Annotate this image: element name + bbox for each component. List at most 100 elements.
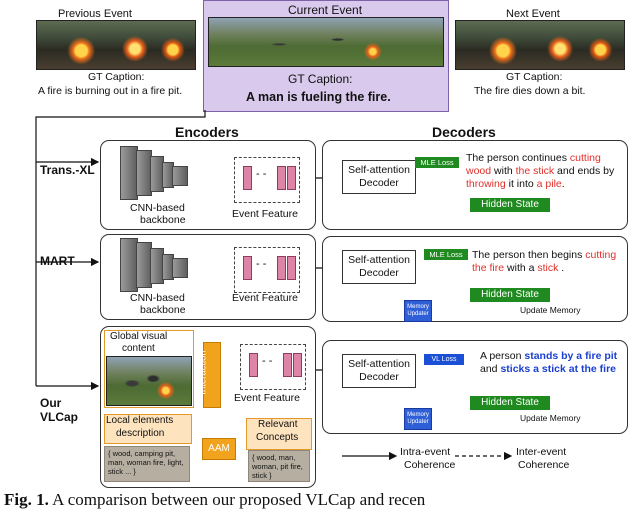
interaction-label: Interaction (197, 350, 209, 395)
figure-caption: Fig. 1. A comparison between our propose… (4, 490, 425, 510)
relevant-concepts-label-line2: Concepts (256, 432, 299, 443)
caption-segment: . (558, 262, 565, 274)
event-feature-label: Event Feature (232, 208, 298, 220)
memory-updater-box: Memory Updater (404, 300, 432, 322)
update-memory-label: Update Memory (520, 305, 581, 315)
feature-bar (293, 353, 302, 377)
caption-segment: stands by a fire pit (524, 350, 618, 362)
memory-updater-box: Memory Updater (404, 408, 432, 430)
self-attention-decoder: Self-attention Decoder (342, 354, 416, 388)
mart-output-caption: The person then begins cutting the fire … (472, 249, 624, 275)
method-vlcap-label-line2: VLCap (40, 410, 79, 424)
caption-segment: and (480, 363, 501, 375)
feature-bar (277, 166, 286, 190)
mle-loss-tag: MLE Loss (424, 249, 468, 260)
backbone-label-line2: backbone (140, 304, 186, 316)
ellipsis-text: - - (262, 355, 273, 367)
local-elements-label-line1: Local elements (106, 415, 174, 426)
next-gt-caption: The fire dies down a bit. (474, 85, 586, 97)
caption-segment: and ends by (554, 165, 615, 177)
caption-segment: it into (505, 178, 537, 190)
feature-bar (283, 353, 292, 377)
feature-bar (287, 166, 296, 190)
memory-label-line1: Memory (407, 304, 429, 310)
current-event-label: Current Event (288, 3, 363, 17)
update-memory-label: Update Memory (520, 413, 581, 423)
hidden-state-box: Hidden State (470, 198, 550, 212)
method-mart-label: MART (40, 254, 75, 268)
caption-segment: throwing (466, 178, 506, 190)
hidden-state-box: Hidden State (470, 288, 550, 302)
caption-segment: The person continues (466, 152, 570, 164)
feature-bar (243, 166, 252, 190)
encoders-header: Encoders (175, 124, 239, 140)
vl-loss-tag: VL Loss (424, 354, 464, 365)
current-gt-caption: A man is fueling the fire. (246, 90, 391, 104)
local-elements-box (104, 414, 192, 444)
method-transxl-label: Trans.-XL (40, 163, 95, 177)
current-gt-label: GT Caption: (288, 72, 353, 86)
feature-bar (287, 256, 296, 280)
event-feature-label: Event Feature (232, 292, 298, 304)
decoder-label-line1: Self-attention (348, 164, 410, 176)
relevant-concepts-tags: { wood, man, woman, pit fire, stick } (248, 450, 310, 482)
vlcap-output-caption: A person stands by a fire pit and sticks… (480, 350, 622, 376)
decoders-header: Decoders (432, 124, 496, 140)
caption-segment: The person then begins (472, 249, 586, 261)
local-elements-label-line2: description (116, 428, 165, 439)
current-event-image (208, 17, 444, 67)
caption-segment: a pile (536, 178, 562, 190)
method-vlcap-label-line1: Our (40, 396, 62, 410)
transxl-output-caption: The person continues cutting wood with t… (466, 152, 622, 191)
decoder-label-line2: Decoder (359, 371, 399, 383)
next-event-image (455, 20, 625, 70)
caption-segment: the stick (515, 165, 555, 177)
self-attention-decoder: Self-attention Decoder (342, 250, 416, 284)
caption-segment: cutting wood (466, 152, 601, 177)
figure-caption-text: A comparison between our proposed VLCap … (48, 490, 426, 509)
caption-segment: . (561, 178, 565, 190)
caption-segment: sticks a stick at the fire (500, 363, 616, 375)
global-visual-label-line2: content (122, 343, 155, 354)
ellipsis-text: - - (256, 168, 267, 180)
figure-number: Fig. 1. (4, 490, 49, 509)
event-feature-label: Event Feature (234, 392, 300, 404)
memory-label-line1: Memory (407, 412, 429, 418)
legend-dashed-label-line2: Coherence (518, 459, 570, 471)
backbone-label-line1: CNN-based (130, 292, 185, 304)
caption-segment: with (491, 165, 516, 177)
previous-event-label: Previous Event (58, 8, 132, 20)
caption-segment: A person (480, 350, 525, 362)
next-event-label: Next Event (506, 8, 560, 20)
previous-gt-label: GT Caption: (88, 71, 145, 83)
memory-label-line2: Updater (407, 311, 429, 317)
decoder-label-line1: Self-attention (348, 254, 410, 266)
decoder-label-line2: Decoder (359, 177, 399, 189)
relevant-concepts-box (246, 418, 312, 450)
cnn-layer-icon (172, 166, 188, 186)
interaction-block (203, 342, 221, 408)
global-visual-image (106, 356, 192, 406)
previous-gt-caption: A fire is burning out in a fire pit. (38, 85, 183, 97)
hidden-state-box: Hidden State (470, 396, 550, 410)
self-attention-decoder: Self-attention Decoder (342, 160, 416, 194)
feature-bar (277, 256, 286, 280)
feature-bar (243, 256, 252, 280)
caption-segment: cutting the fire (472, 249, 617, 274)
memory-label-line2: Updater (407, 419, 429, 425)
local-elements-tags: { wood, camping pit, man, woman fire, li… (104, 446, 190, 482)
legend-solid-label-line1: Intra-event (400, 446, 451, 458)
aam-block: AAM (202, 438, 236, 460)
legend-solid-label-line2: Coherence (404, 459, 456, 471)
previous-event-image (36, 20, 196, 70)
caption-segment: with a (504, 262, 538, 274)
ellipsis-text: - - (256, 258, 267, 270)
next-gt-label: GT Caption: (506, 71, 563, 83)
decoder-label-line1: Self-attention (348, 358, 410, 370)
mle-loss-tag: MLE Loss (415, 157, 459, 168)
relevant-concepts-label-line1: Relevant (258, 419, 298, 430)
decoder-label-line2: Decoder (359, 267, 399, 279)
cnn-layer-icon (172, 258, 188, 278)
backbone-label-line1: CNN-based (130, 202, 185, 214)
feature-bar (249, 353, 258, 377)
